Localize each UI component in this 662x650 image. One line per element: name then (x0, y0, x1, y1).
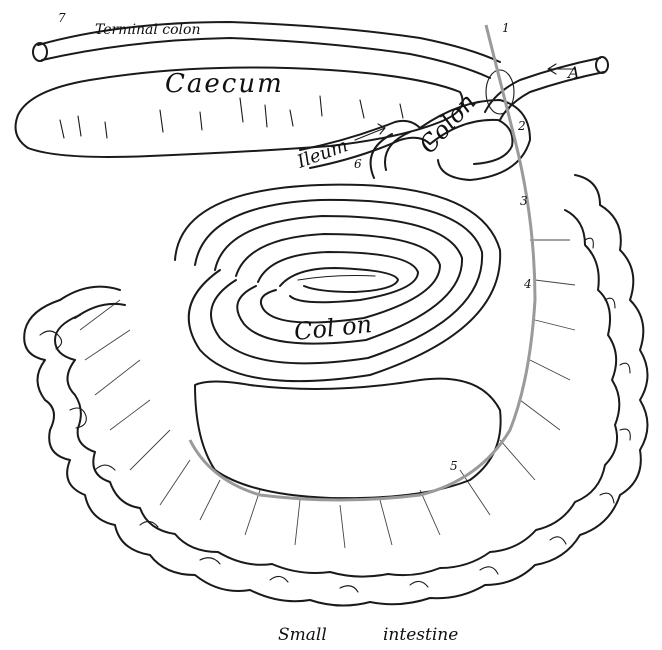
lower-pouch (195, 379, 501, 499)
label-ileum: Ileum (294, 135, 351, 173)
label-caecum: Caecum (165, 69, 284, 99)
marker-7: 7 (58, 11, 66, 25)
label-small-intestine-1: Small (278, 625, 327, 645)
label-terminal-colon: Terminal colon (95, 22, 200, 38)
label-small-intestine-2: intestine (383, 625, 458, 645)
mesentery-vessels (80, 240, 575, 548)
label-letter-a: A (566, 63, 580, 82)
spiral-colon (175, 185, 500, 381)
marker-3: 3 (520, 194, 528, 208)
marker-6: 6 (354, 157, 362, 171)
marker-4: 4 (523, 277, 532, 291)
marker-5: 5 (450, 459, 458, 473)
marker-2: 2 (517, 119, 526, 133)
marker-1: 1 (502, 21, 510, 35)
